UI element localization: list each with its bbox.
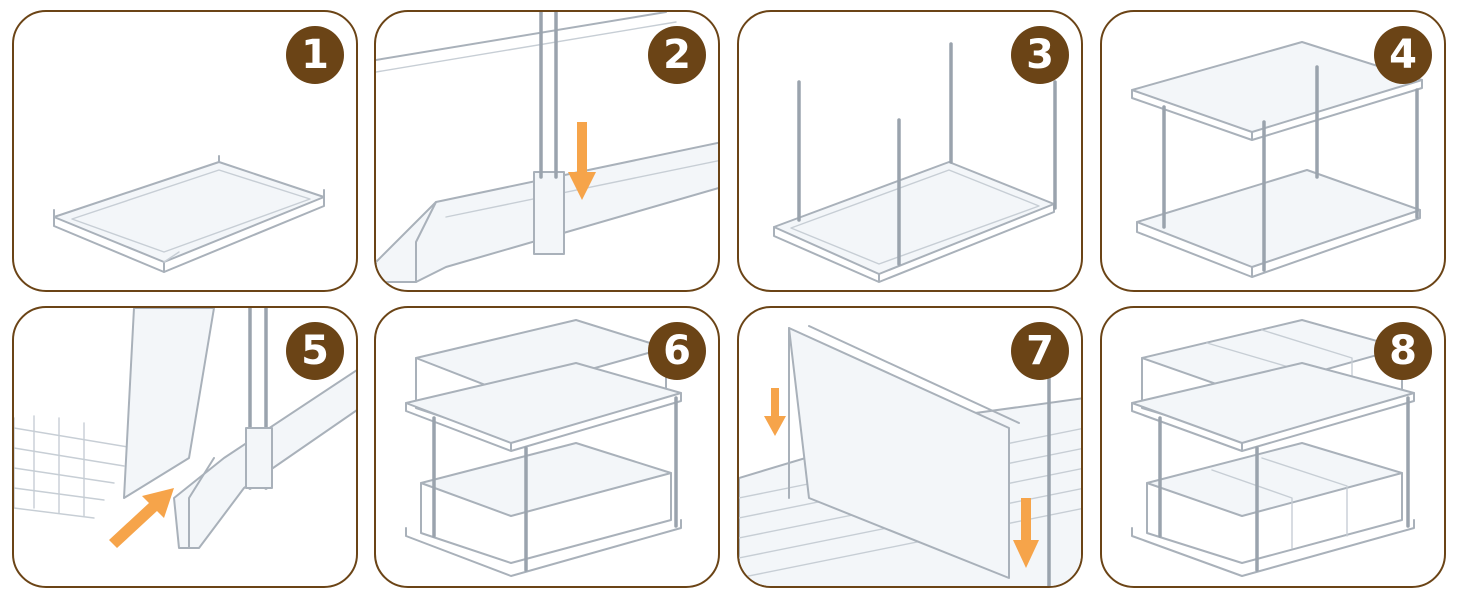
step-number-badge: 2 (648, 26, 706, 84)
step-5-panel: 5 (12, 306, 358, 588)
step-number-badge: 4 (1374, 26, 1432, 84)
step-3-panel: 3 (737, 10, 1083, 292)
down-arrow-icon (764, 388, 786, 436)
step-number-badge: 8 (1374, 322, 1432, 380)
step-6-drawers-illustration (405, 319, 682, 577)
step-2-pole-insert-illustration (376, 12, 718, 283)
step-4-two-tier-frame-illustration (1131, 41, 1423, 278)
slide-arrow-icon (109, 488, 174, 548)
step-number-badge: 6 (648, 322, 706, 380)
step-7-panel: 7 (737, 306, 1083, 588)
step-6-panel: 6 (374, 306, 720, 588)
step-7-divider-insert-illustration (739, 325, 1081, 586)
step-1-tray-illustration (53, 155, 325, 273)
step-1-panel: 1 (12, 10, 358, 292)
step-number-badge: 3 (1011, 26, 1069, 84)
step-8-panel: 8 (1100, 306, 1446, 588)
step-5-slide-clip-illustration (14, 308, 356, 549)
step-number-badge: 7 (1011, 322, 1069, 380)
down-arrow-icon (568, 122, 596, 200)
down-arrow-icon (1013, 498, 1039, 568)
step-2-panel: 2 (374, 10, 720, 292)
step-3-poles-illustration (773, 42, 1057, 283)
step-8-finished-rack-illustration (1131, 319, 1415, 577)
step-4-panel: 4 (1100, 10, 1446, 292)
step-number-badge: 5 (286, 322, 344, 380)
step-number-badge: 1 (286, 26, 344, 84)
